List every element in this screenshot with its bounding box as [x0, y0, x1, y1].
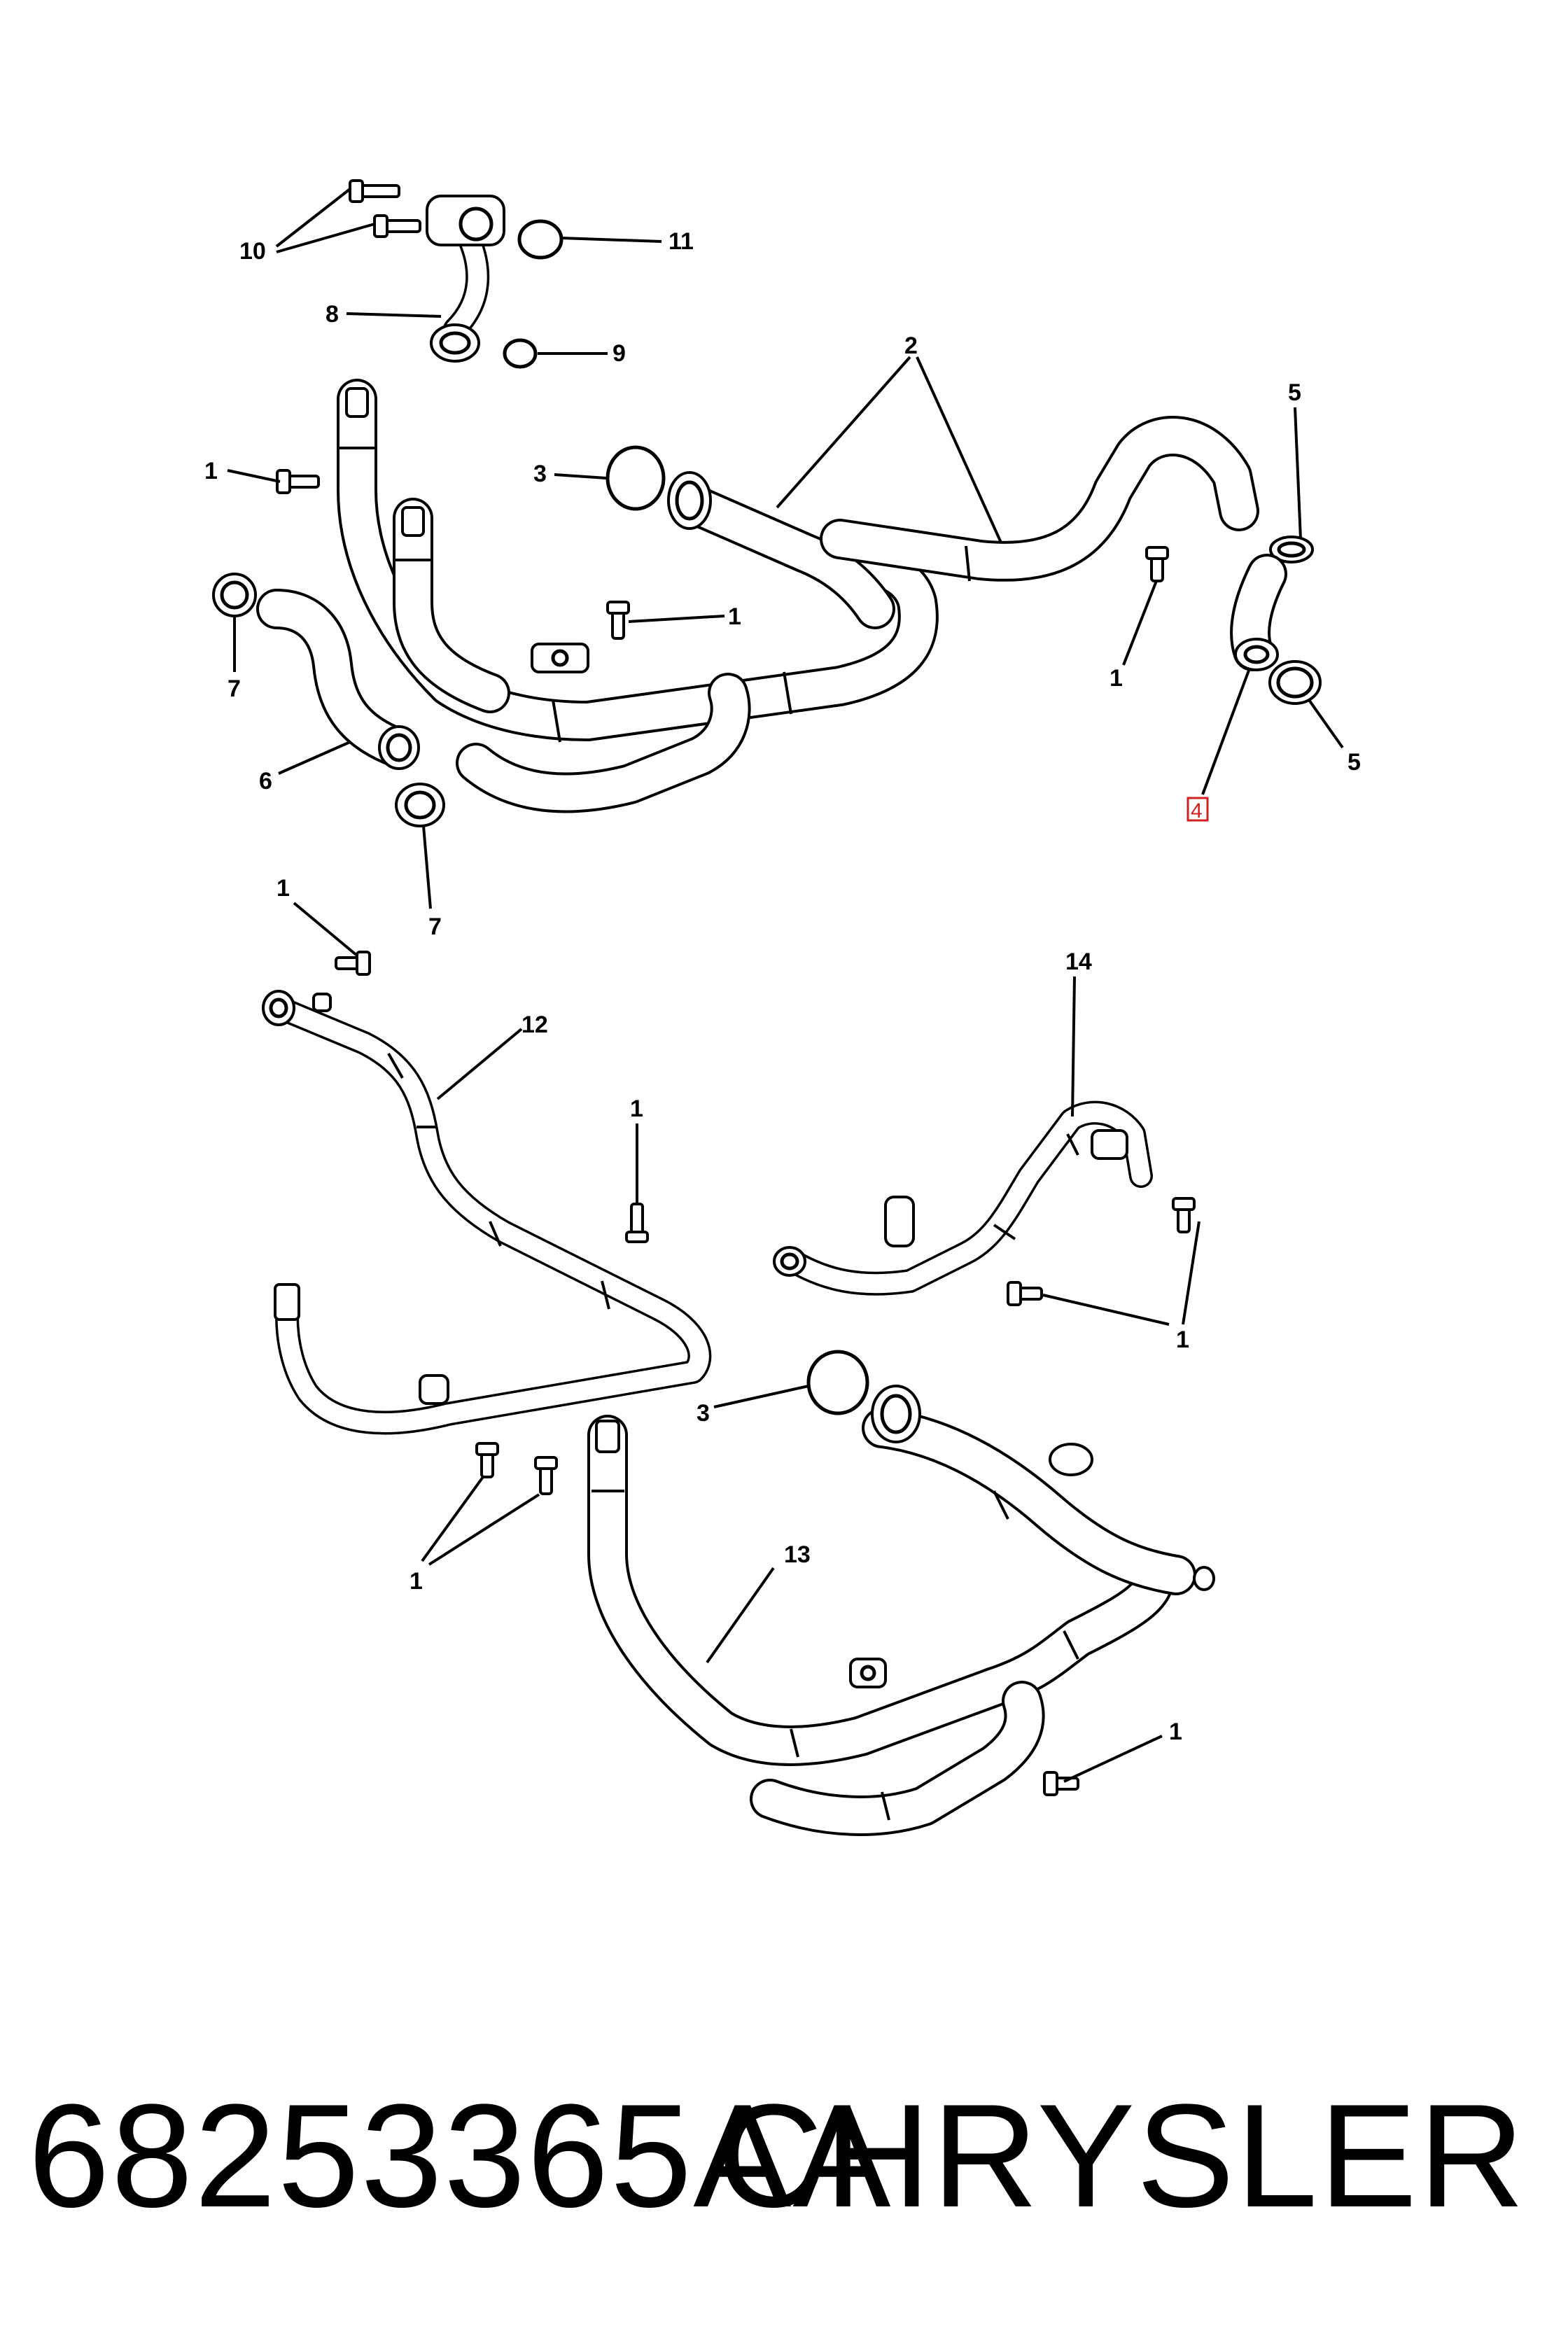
callout-1-c: 1	[1110, 665, 1123, 692]
coolant-hose-assembly-13	[587, 1385, 1215, 1836]
callout-1-f: 1	[1176, 1326, 1189, 1353]
callout-9: 9	[612, 340, 626, 367]
coolant-outlet-fitting	[426, 195, 505, 363]
brand-name: CHRYSLER	[717, 2073, 1526, 2238]
coolant-tube-14	[773, 1100, 1153, 1296]
bolt-1-b	[606, 601, 630, 640]
clamp-5-lower	[1268, 660, 1322, 705]
seal-11	[517, 219, 564, 260]
callout-6: 6	[259, 768, 272, 794]
coolant-hose-4	[1230, 554, 1287, 671]
callout-1-e: 1	[630, 1096, 643, 1122]
callout-10: 10	[239, 238, 266, 265]
callout-1-d: 1	[276, 875, 290, 902]
callout-2: 2	[904, 332, 918, 359]
bolt-1-i	[534, 1456, 558, 1495]
callout-12: 12	[522, 1011, 548, 1038]
part-number: 68253365AA	[28, 2073, 892, 2238]
clamp-7-lower	[395, 783, 445, 827]
callout-5-upper: 5	[1288, 379, 1301, 406]
callout-8: 8	[326, 301, 339, 328]
seal-9	[503, 338, 538, 369]
callout-7-upper: 7	[227, 676, 241, 702]
seal-3-upper	[606, 445, 666, 511]
callout-11: 11	[668, 228, 694, 255]
bolt-1-e	[625, 1203, 649, 1243]
bolt-1-a	[276, 469, 320, 494]
clamp-5-upper	[1269, 536, 1314, 564]
bolt-1-j	[1043, 1771, 1079, 1796]
bolt-1-c	[1145, 546, 1169, 582]
bolt-1-g	[1007, 1281, 1043, 1306]
bolt-1-d	[335, 951, 371, 976]
bolt-1-h	[475, 1442, 499, 1478]
bolt-10-upper	[349, 179, 400, 203]
coolant-hose-assembly-2	[337, 379, 1259, 813]
callout-14: 14	[1065, 948, 1092, 975]
callout-13: 13	[784, 1541, 811, 1568]
callout-1-a: 1	[204, 458, 218, 484]
callout-1-h: 1	[1169, 1718, 1182, 1745]
callout-1-b: 1	[728, 603, 741, 630]
callout-5-lower: 5	[1348, 749, 1361, 776]
clamp-7-upper	[212, 573, 257, 617]
callout-7-lower: 7	[428, 913, 442, 940]
coolant-tube-12	[262, 990, 712, 1435]
coolant-hose-6	[256, 589, 420, 770]
bolt-1-f	[1172, 1197, 1196, 1233]
callout-3-lower: 3	[696, 1400, 710, 1427]
callout-4: 4	[1191, 799, 1203, 822]
coolant-hose-exploded-diagram: 10 11 8 9 2 5 1 3 1 1 7 5 6 4 7 1 12 14 …	[204, 179, 1361, 1836]
callout-4-highlight-box	[1186, 797, 1209, 822]
bolt-10-lower	[373, 214, 421, 238]
callout-1-g: 1	[410, 1568, 423, 1595]
leader-lines	[227, 188, 1344, 1783]
callout-3-upper: 3	[533, 461, 547, 487]
seal-3-lower	[806, 1350, 869, 1415]
